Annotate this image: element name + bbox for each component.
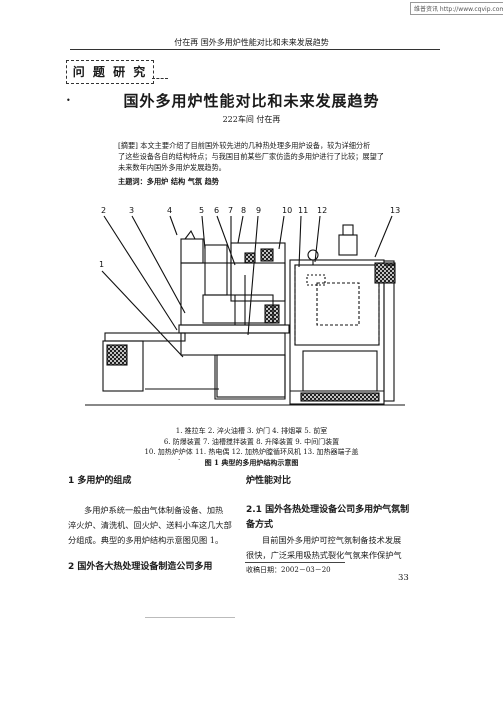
- abstract-line: [摘要] 本文主要介绍了目前国外较先进的几种热处理多用炉设备，较为详细分析: [118, 141, 371, 150]
- callout-label: 2: [101, 206, 106, 215]
- callout-label: 11: [298, 206, 308, 215]
- right-column: 炉性能对比 2.1 国外各热处理设备公司多用炉气氛制 备方式 目前国外多用炉可控…: [246, 474, 429, 578]
- callout-label: 5: [199, 206, 204, 215]
- footnote-rule: [245, 562, 345, 563]
- callout-label: 3: [129, 206, 134, 215]
- left-column: 1 多用炉的组成 多用炉系统一般由气体制备设备、加热 淬火炉、清洗机、回火炉、送…: [68, 474, 246, 575]
- received-date: 收稿日期：2002－03－20: [246, 566, 331, 574]
- running-header: 付在再 国外多用炉性能对比和未来发展趋势: [174, 38, 329, 47]
- callout-label: 1: [99, 260, 104, 269]
- section-tag: 问 题 研 究: [72, 65, 148, 79]
- body-line: 多用炉系统一般由气体制备设备、加热: [84, 505, 224, 515]
- callout-label: 12: [317, 206, 327, 215]
- callout-label: 7: [228, 206, 233, 215]
- watermark-stamp: 维普资讯 http://www.cqvip.com: [410, 2, 503, 15]
- body-line: 分组成。典型的多用炉结构示意图见图 1。: [68, 535, 224, 545]
- caption-dot: .: [178, 454, 181, 462]
- section-1-heading: 1 多用炉的组成: [68, 476, 132, 486]
- bottom-rule: [145, 617, 235, 618]
- section-tag-box: 问 题 研 究: [66, 60, 154, 84]
- body-line: 目前国外多用炉可控气氛制备技术发展: [262, 535, 402, 545]
- section-2-heading: 2 国外各大热处理设备制造公司多用: [68, 562, 213, 572]
- callout-label: 6: [214, 206, 219, 215]
- callout-label: 4: [167, 206, 172, 215]
- bullet-mark: •: [66, 96, 71, 105]
- figure-legend-line: 1. 推拉车 2. 淬火油槽 3. 炉门 4. 排烟罩 5. 前室: [175, 427, 328, 435]
- callout-label: 10: [282, 206, 292, 215]
- abstract-line: 了这些设备各自的结构特点；与我国目前某些厂家仿造的多用炉进行了比较；展望了: [118, 152, 384, 161]
- body-line: 很快，广泛采用吸热式裂化气氛来作保护气: [246, 550, 402, 560]
- callout-label: 13: [390, 206, 400, 215]
- callout-label: 9: [256, 206, 261, 215]
- header-divider: [70, 49, 440, 50]
- section-tag-rule: [152, 78, 168, 79]
- abstract-line: 未来数年内国外多用炉发展趋势。: [118, 163, 226, 172]
- page-number: 33: [398, 573, 409, 583]
- keywords: 主题词：多用炉 结构 气氛 趋势: [118, 177, 219, 186]
- figure-legend-line: 6. 防爆装置 7. 油槽搅拌装置 8. 升降装置 9. 中间门装置: [163, 438, 340, 446]
- section-2-1-heading: 2.1 国外各热处理设备公司多用炉气氛制: [246, 505, 410, 515]
- article-title: 国外多用炉性能对比和未来发展趋势: [123, 92, 380, 110]
- figure-caption: 图 1 典型的多用炉结构示意图: [204, 458, 299, 467]
- figure-legend-line: 10. 加热炉炉体 11. 热电偶 12. 加热炉膛循环风机 13. 加热器端子…: [144, 448, 359, 456]
- section-2-heading-cont: 炉性能对比: [246, 476, 292, 486]
- furnace-diagram: 2 3 4 5 6 7 8 9 10 11 12 13 1: [85, 206, 405, 406]
- body-line: 淬火炉、清洗机、回火炉、送料小车这几大部: [68, 520, 232, 530]
- section-2-1-heading-cont: 备方式: [246, 520, 274, 530]
- abstract: [摘要] 本文主要介绍了目前国外较先进的几种热处理多用炉设备，较为详细分析 了这…: [118, 140, 408, 173]
- callout-label: 8: [241, 206, 246, 215]
- article-author: 222车间 付在再: [222, 115, 281, 124]
